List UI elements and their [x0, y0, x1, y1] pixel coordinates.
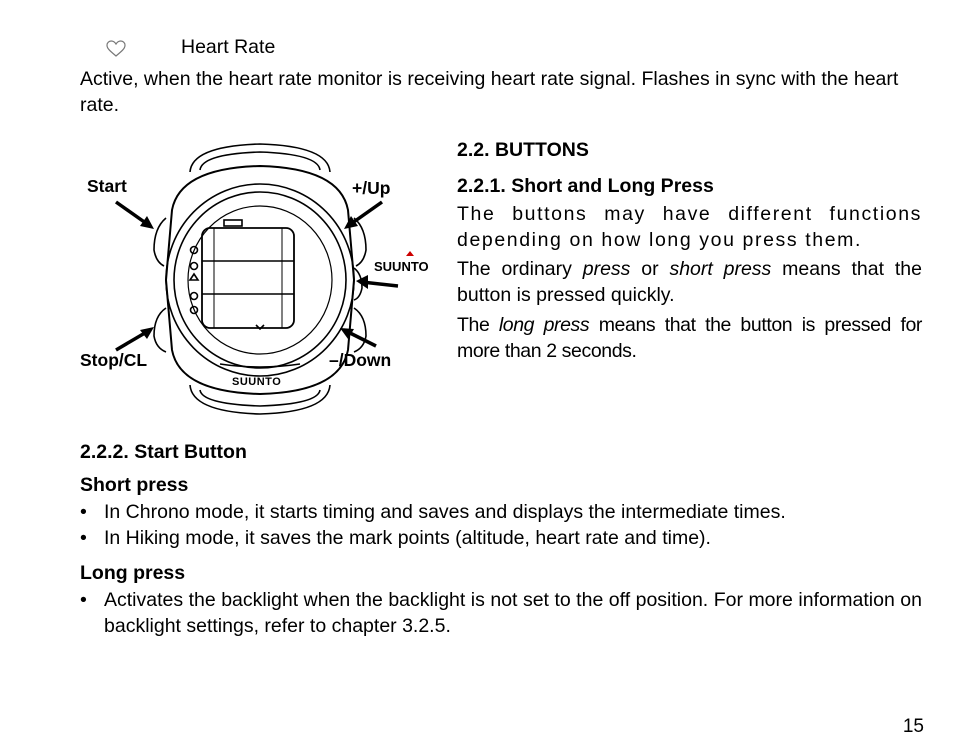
brand-logo-side: SUUNTO — [374, 259, 429, 274]
bullet-icon: • — [80, 589, 87, 611]
section-heading-buttons: 2.2. BUTTONS — [457, 139, 589, 161]
short-press-label: Short press — [80, 474, 189, 496]
heart-rate-title: Heart Rate — [181, 36, 276, 58]
section-heading-start-button: 2.2.2. Start Button — [80, 441, 247, 463]
subsection-heading-short-long-press: 2.2.1. Short and Long Press — [457, 175, 714, 197]
heart-icon — [106, 40, 126, 57]
down-button-label: –/Down — [329, 350, 392, 370]
bullet-icon: • — [80, 527, 87, 549]
page-number: 15 — [902, 716, 924, 737]
list-item-text: Activates the backlight when the backlig… — [104, 589, 922, 637]
watch-figure: Start +/Up Stop/CL –/Down SUUNTO SUUNTO — [80, 140, 440, 425]
list-item-text: In Hiking mode, it saves the mark points… — [104, 527, 711, 549]
up-button-label: +/Up — [352, 178, 391, 198]
start-button-label: Start — [87, 176, 127, 196]
buttons-paragraph-3: The long press means that the button is … — [457, 314, 923, 362]
long-press-label: Long press — [80, 562, 186, 584]
watch-illustration — [114, 143, 414, 415]
heart-rate-description: Active, when the heart rate monitor is r… — [80, 68, 899, 116]
list-item-text: In Chrono mode, it starts timing and sav… — [104, 501, 786, 523]
brand-logo-bottom: SUUNTO — [232, 376, 282, 388]
buttons-paragraph-2: The ordinary press or short press means … — [457, 258, 922, 306]
bullet-icon: • — [80, 501, 87, 523]
stop-button-label: Stop/CL — [80, 350, 148, 370]
buttons-paragraph-1: The buttons may have different functions… — [457, 203, 922, 251]
